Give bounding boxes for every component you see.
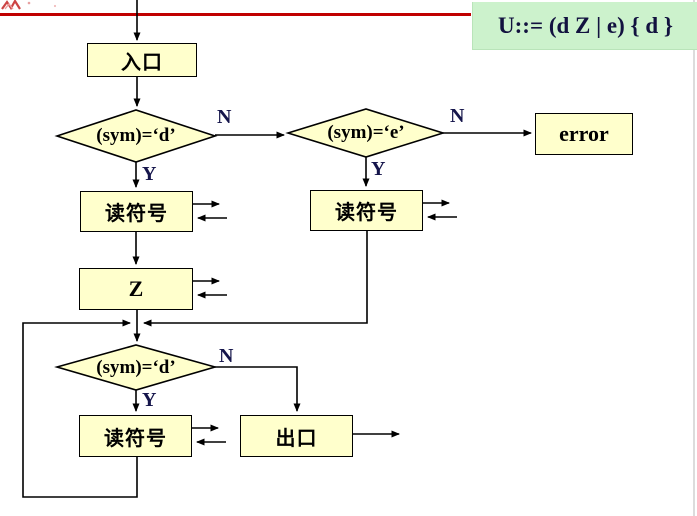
- node-read-symbol-2: 读符号: [310, 190, 423, 231]
- node-read-symbol-3-label: 读符号: [104, 427, 167, 450]
- node-entry: 入口: [87, 43, 197, 77]
- node-z-label: Z: [128, 276, 144, 301]
- edge-label-cond1-yes: Y: [142, 163, 157, 185]
- node-read-symbol-3: 读符号: [79, 415, 192, 457]
- node-error-label: error: [559, 121, 609, 146]
- decision-cond1-shape: [54, 109, 218, 163]
- node-entry-label: 入口: [121, 51, 163, 74]
- node-read-symbol-1-label: 读符号: [105, 203, 168, 225]
- edge-label-cond2-no: N: [450, 105, 465, 127]
- edge-label-cond3-no: N: [219, 345, 234, 367]
- edge-cond3-no-to-exit: [215, 366, 301, 412]
- corner-decoration-icon: [1, 0, 57, 11]
- edge-read3-loop-to-junction: [22, 319, 138, 498]
- edge-label-cond1-no: N: [217, 106, 232, 128]
- edge-label-cond2-yes: Y: [371, 158, 386, 180]
- node-error: error: [535, 113, 633, 155]
- node-read-symbol-1: 读符号: [80, 191, 193, 232]
- decision-cond2-shape: [285, 108, 446, 158]
- edge-label-cond3-yes: Y: [142, 389, 157, 411]
- edge-read2-to-junction: [143, 231, 368, 327]
- grammar-rule-text: U::= (d Z | e) { d }: [498, 12, 673, 38]
- node-exit-label: 出口: [275, 427, 318, 450]
- header-rule-line: [0, 13, 471, 16]
- node-exit: 出口: [240, 415, 353, 457]
- slide-right-edge: [693, 0, 695, 516]
- node-read-symbol-2-label: 读符号: [335, 202, 398, 224]
- decision-cond3-shape: [54, 344, 218, 391]
- grammar-rule-box: U::= (d Z | e) { d }: [472, 2, 697, 50]
- node-z: Z: [79, 268, 193, 310]
